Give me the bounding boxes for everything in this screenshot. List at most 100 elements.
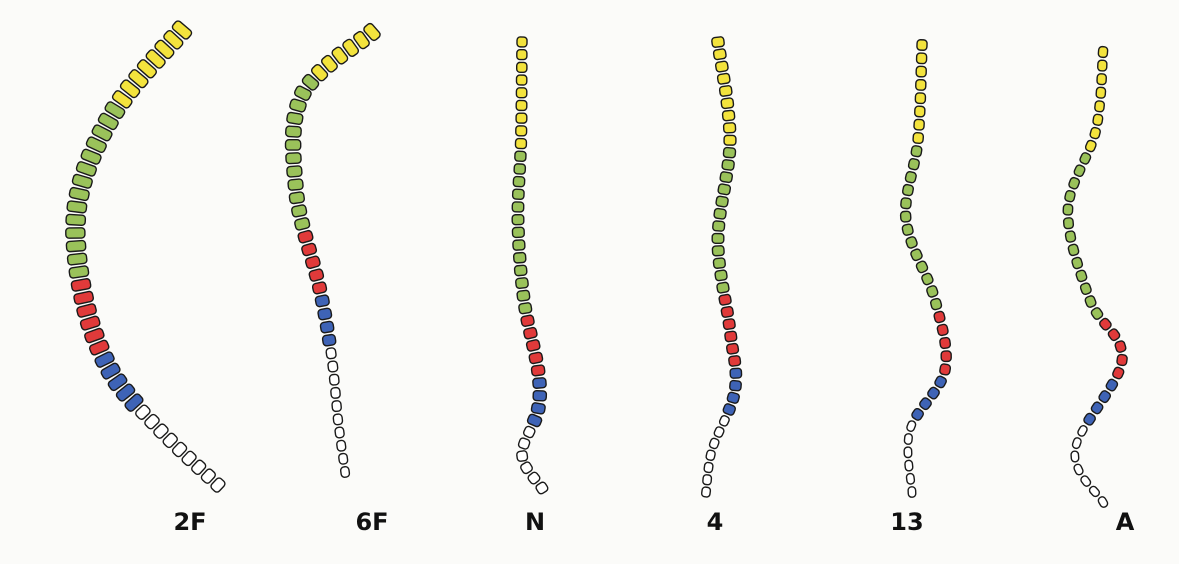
vertebra-lumbar xyxy=(523,327,537,339)
vertebra-cervical xyxy=(723,123,735,133)
spine-4 xyxy=(701,36,741,497)
spine-label-4: 4 xyxy=(707,508,724,536)
vertebra-thoracic xyxy=(930,298,942,311)
vertebra-lumbar xyxy=(71,278,91,291)
vertebra-thoracic xyxy=(1064,190,1076,202)
vertebra-thoracic xyxy=(716,282,729,294)
vertebra-thoracic xyxy=(66,240,86,252)
vertebra-thoracic xyxy=(716,196,729,207)
vertebra-lumbar xyxy=(297,230,313,244)
vertebra-cervical xyxy=(721,98,734,109)
vertebra-coccygeal xyxy=(906,473,915,484)
vertebra-thoracic xyxy=(1063,217,1073,228)
vertebra-thoracic xyxy=(921,272,934,285)
vertebra-coccygeal xyxy=(1071,451,1079,462)
vertebra-thoracic xyxy=(67,253,87,265)
vertebra-coccygeal xyxy=(906,420,917,432)
vertebra-lumbar xyxy=(521,315,535,327)
vertebra-cervical xyxy=(517,62,527,72)
vertebra-cervical xyxy=(517,50,527,60)
vertebra-thoracic xyxy=(515,277,528,288)
vertebra-coccygeal xyxy=(904,447,912,458)
vertebra-thoracic xyxy=(723,147,736,158)
vertebra-coccygeal xyxy=(333,414,343,425)
vertebra-thoracic xyxy=(722,159,735,170)
vertebra-lumbar xyxy=(1117,354,1128,366)
vertebra-thoracic xyxy=(1084,295,1097,308)
vertebra-lumbar xyxy=(719,294,732,306)
vertebra-cervical xyxy=(719,85,732,96)
vertebra-thoracic xyxy=(902,224,914,236)
vertebra-coccygeal xyxy=(527,471,541,485)
vertebra-thoracic xyxy=(286,140,301,150)
vertebra-coccygeal xyxy=(520,461,534,475)
vertebra-thoracic xyxy=(512,202,524,212)
vertebra-lumbar xyxy=(726,343,739,354)
vertebra-thoracic xyxy=(512,189,524,199)
vertebra-thoracic xyxy=(512,227,524,237)
vertebra-sacral xyxy=(934,375,948,389)
vertebra-coccygeal xyxy=(516,450,528,461)
vertebra-coccygeal xyxy=(706,450,716,461)
spine-n xyxy=(512,37,549,495)
vertebra-sacral xyxy=(533,378,547,389)
vertebra-thoracic xyxy=(286,153,302,164)
spine-label-13: 13 xyxy=(890,508,923,536)
vertebra-coccygeal xyxy=(336,440,346,451)
vertebra-lumbar xyxy=(312,281,327,294)
vertebra-cervical xyxy=(915,93,925,104)
vertebra-cervical xyxy=(1098,60,1107,71)
vertebra-cervical xyxy=(516,126,527,136)
vertebra-thoracic xyxy=(926,285,939,298)
vertebra-lumbar xyxy=(76,303,97,318)
vertebra-lumbar xyxy=(305,255,321,269)
vertebra-coccygeal xyxy=(340,466,350,477)
vertebra-lumbar xyxy=(531,365,545,376)
vertebra-thoracic xyxy=(712,234,724,244)
vertebra-coccygeal xyxy=(1077,424,1089,437)
vertebra-thoracic xyxy=(513,176,525,187)
vertebra-coccygeal xyxy=(904,433,913,444)
spine-13 xyxy=(900,40,951,498)
vertebra-coccygeal xyxy=(703,475,712,485)
vertebra-thoracic xyxy=(288,179,304,191)
vertebra-thoracic xyxy=(901,198,912,209)
vertebra-lumbar xyxy=(1114,340,1126,353)
vertebra-thoracic xyxy=(286,112,303,125)
vertebra-coccygeal xyxy=(1073,463,1084,476)
vertebra-thoracic xyxy=(1071,257,1083,270)
spine-6f xyxy=(285,22,381,478)
vertebra-cervical xyxy=(516,100,527,110)
vertebra-coccygeal xyxy=(713,426,725,438)
vertebra-cervical xyxy=(516,75,526,85)
vertebra-thoracic xyxy=(515,151,526,161)
vertebra-coccygeal xyxy=(326,347,337,359)
vertebra-sacral xyxy=(533,391,547,401)
vertebra-thoracic xyxy=(518,302,532,314)
vertebra-thoracic xyxy=(1090,306,1104,320)
vertebra-thoracic xyxy=(718,184,731,196)
vertebra-thoracic xyxy=(514,164,526,175)
vertebra-lumbar xyxy=(1107,328,1121,342)
vertebra-lumbar xyxy=(1112,366,1125,380)
vertebra-thoracic xyxy=(1068,244,1080,257)
vertebra-thoracic xyxy=(1080,282,1093,295)
vertebra-coccygeal xyxy=(1088,485,1101,498)
vertebra-thoracic xyxy=(905,236,918,249)
vertebra-thoracic xyxy=(513,252,526,263)
vertebra-thoracic xyxy=(915,260,928,274)
vertebra-coccygeal xyxy=(335,427,345,438)
vertebra-thoracic xyxy=(905,171,917,183)
vertebra-sacral xyxy=(722,403,736,416)
vertebra-sacral xyxy=(322,334,336,346)
vertebra-lumbar xyxy=(526,339,541,351)
vertebra-cervical xyxy=(916,80,926,91)
vertebra-cervical xyxy=(916,53,926,64)
vertebra-coccygeal xyxy=(719,415,731,427)
vertebra-thoracic xyxy=(1075,269,1087,282)
vertebra-coccygeal xyxy=(704,462,714,473)
vertebra-cervical xyxy=(1093,114,1104,126)
vertebra-cervical xyxy=(917,40,927,51)
